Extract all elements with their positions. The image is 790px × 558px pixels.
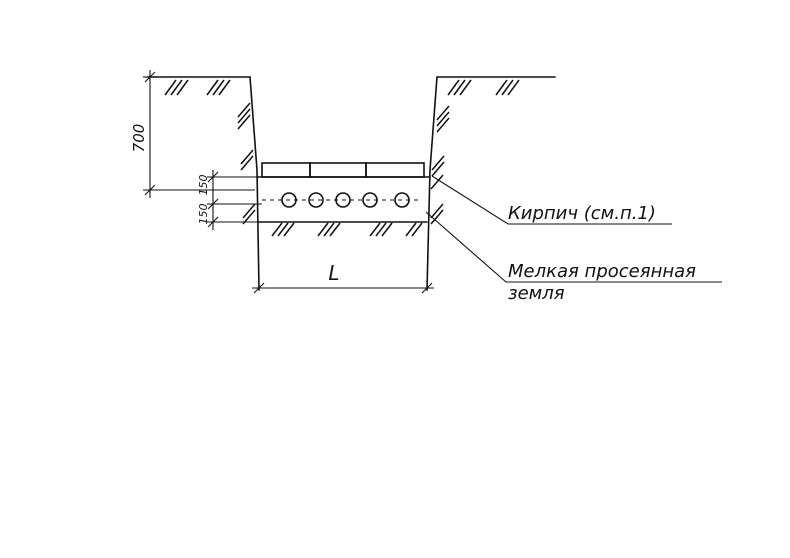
brick-label: Кирпич (см.п.1) bbox=[508, 203, 656, 224]
soil-label-line2: земля bbox=[508, 283, 565, 304]
trench-walls bbox=[249, 76, 438, 291]
cable-circle bbox=[394, 192, 410, 208]
width-value: L bbox=[328, 261, 339, 285]
ground-hatching bbox=[164, 79, 520, 96]
width-dimension: L bbox=[252, 261, 434, 294]
layer-dimensions: 150 150 bbox=[197, 170, 262, 230]
brick-row bbox=[261, 162, 425, 178]
brick bbox=[309, 162, 367, 178]
brick bbox=[261, 162, 311, 178]
soil-label-line1: Мелкая просеянная bbox=[508, 261, 696, 282]
cable-row bbox=[262, 192, 420, 208]
brick bbox=[365, 162, 425, 178]
depth-value: 700 bbox=[130, 124, 148, 153]
left-wall-hatching bbox=[237, 102, 256, 225]
cable-circle bbox=[281, 192, 297, 208]
layer-lower-value: 150 bbox=[197, 204, 210, 225]
layer-upper-value: 150 bbox=[197, 175, 210, 196]
brick-leader: Кирпич (см.п.1) bbox=[431, 175, 672, 225]
bottom-hatching bbox=[271, 222, 423, 237]
cable-circle bbox=[335, 192, 351, 208]
cable-circle bbox=[308, 192, 324, 208]
soil-leader: Мелкая просеянная земля bbox=[425, 211, 722, 304]
cable-circle bbox=[362, 192, 378, 208]
right-wall-hatching bbox=[430, 105, 450, 225]
depth-dimension: 700 bbox=[130, 70, 255, 198]
